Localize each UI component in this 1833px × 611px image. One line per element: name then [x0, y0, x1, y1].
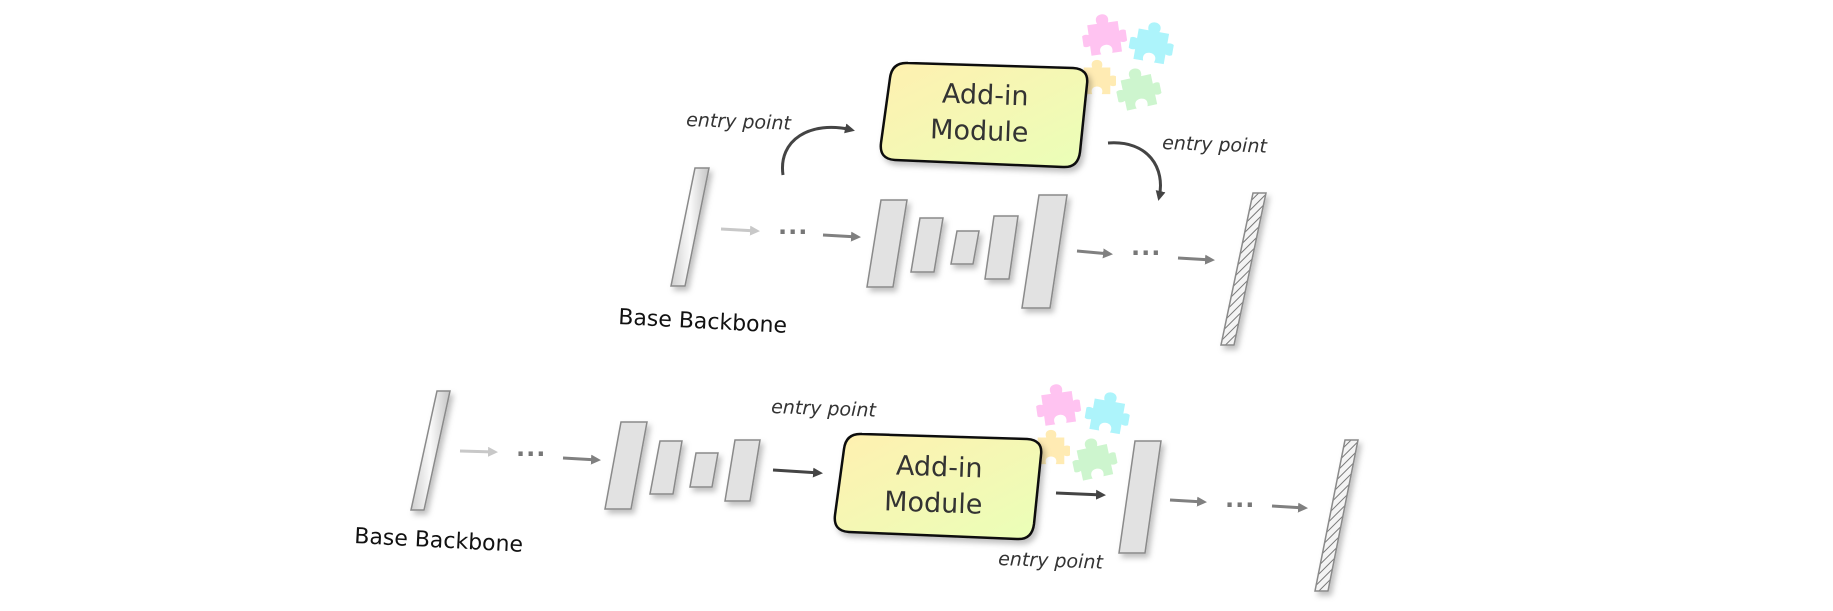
top-entry-out-label: entry point	[1162, 132, 1269, 158]
bottom-entry-out-arrow	[1055, 489, 1106, 500]
bottom-module-title-line2: Module	[884, 486, 983, 520]
top-decoder-layer-1	[984, 215, 1019, 280]
top-flow-arrow-1	[720, 225, 760, 236]
bottom-encoder-layer-1	[604, 421, 648, 510]
bottom-flow-arrow-1	[459, 446, 498, 457]
top-output-layer	[1220, 192, 1267, 346]
bottom-ellipsis-2: ...	[1225, 485, 1255, 513]
top-ellipsis-2: ...	[1131, 233, 1161, 261]
bottom-post-module-layer	[1118, 440, 1162, 554]
top-decoder-layer-2	[1021, 194, 1068, 309]
bottom-diagram: Add-in Module entry point entry point ..…	[354, 381, 1359, 592]
top-input-layer	[670, 167, 710, 287]
bottom-backbone-layers	[410, 390, 1359, 592]
top-puzzle-group	[1078, 11, 1178, 113]
top-ellipsis-1: ...	[778, 212, 808, 240]
bottom-ellipsis-1: ...	[516, 434, 546, 462]
puzzle-piece-icon	[1126, 18, 1178, 66]
bottom-module-title-line1: Add-in	[895, 451, 983, 485]
top-encoder-layer-2	[910, 217, 944, 273]
bottom-entry-out-label: entry point	[998, 548, 1105, 574]
top-encoder-layer-1	[866, 199, 908, 288]
puzzle-piece-icon	[1067, 433, 1121, 483]
bottom-backbone-label: Base Backbone	[354, 524, 524, 558]
puzzle-piece-icon	[1079, 11, 1129, 57]
top-flow-arrow-3	[1076, 248, 1113, 259]
top-diagram: Add-in Module entry point entry point ..…	[618, 11, 1269, 346]
bottom-entry-in-arrow	[772, 467, 823, 478]
bottom-puzzle-group	[1032, 381, 1134, 483]
bottom-flow-arrow-2	[562, 454, 601, 465]
bottom-input-layer	[410, 390, 451, 511]
puzzle-piece-icon	[1033, 381, 1083, 427]
puzzle-piece-icon	[1082, 388, 1134, 436]
top-flow-arrow-2	[822, 231, 861, 242]
top-entry-in-label: entry point	[686, 109, 793, 135]
top-entry-in-arrow	[781, 123, 855, 176]
bottom-decoder-layer-1	[724, 439, 761, 502]
top-flow-arrow-4	[1177, 254, 1215, 265]
bottom-encoder-layer-2	[649, 440, 683, 495]
top-add-in-module	[879, 61, 1089, 169]
top-bottleneck-layer	[950, 230, 980, 265]
top-backbone-label: Base Backbone	[618, 305, 788, 339]
top-entry-out-arrow	[1107, 141, 1166, 201]
top-module-title-line2: Module	[930, 114, 1029, 148]
top-module-title-line1: Add-in	[941, 79, 1029, 113]
puzzle-piece-icon	[1111, 63, 1165, 113]
bottom-flow-arrow-4	[1271, 502, 1308, 513]
bottom-bottleneck-layer	[689, 452, 719, 488]
bottom-flow-arrow-3	[1169, 496, 1207, 507]
top-backbone-layers	[670, 167, 1267, 346]
bottom-output-layer	[1314, 439, 1359, 592]
bottom-add-in-module	[833, 432, 1043, 541]
bottom-entry-in-label: entry point	[771, 396, 878, 422]
